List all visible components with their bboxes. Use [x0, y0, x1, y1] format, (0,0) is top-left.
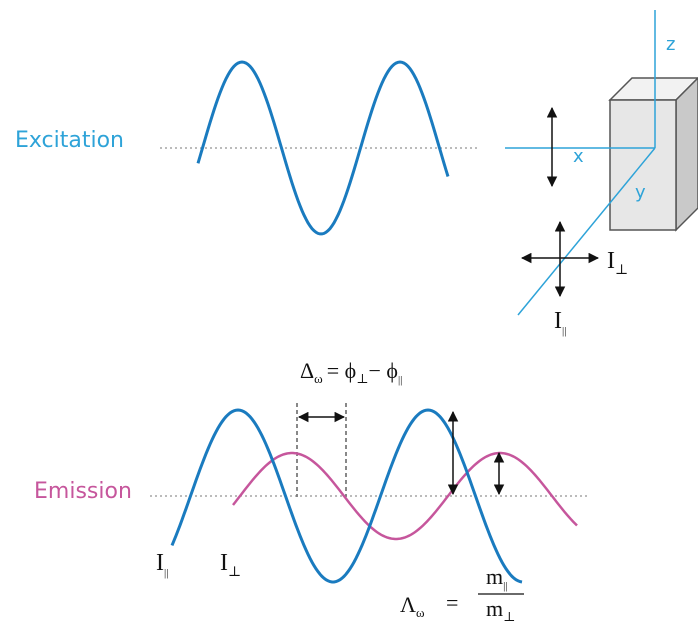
modulation-denominator: m⊥: [486, 596, 515, 624]
modulation-equals: =: [446, 590, 458, 615]
emission-perpendicular-wave: [232, 451, 578, 541]
y-axis-label: y: [635, 182, 646, 203]
modulation-lambda: Λω: [400, 592, 425, 620]
emission-par-label: I||: [156, 550, 168, 579]
cube-side-face: [675, 76, 698, 232]
cube-front-face: [609, 99, 677, 231]
y-axis: [517, 147, 656, 316]
excitation-wave: [196, 60, 450, 236]
x-axis-label: x: [573, 146, 584, 167]
coordinate-axes: [505, 10, 656, 316]
excitation-label: Excitation: [15, 128, 124, 153]
emission-perp-label: I⊥: [220, 550, 241, 580]
emission-parallel-wave: [170, 408, 523, 584]
z-axis-label: z: [666, 34, 675, 55]
phase-shift-equation: Δω= ϕ⊥− ϕ||: [300, 358, 402, 386]
polarizer-par-label: I||: [554, 308, 566, 337]
polarizer-perp-label: I⊥: [607, 248, 628, 278]
emission-label: Emission: [34, 479, 132, 504]
modulation-numerator: m||: [486, 564, 508, 592]
modulation-ratio-equation: Λω = m|| m⊥: [400, 564, 524, 624]
sample-cube: [608, 76, 698, 232]
